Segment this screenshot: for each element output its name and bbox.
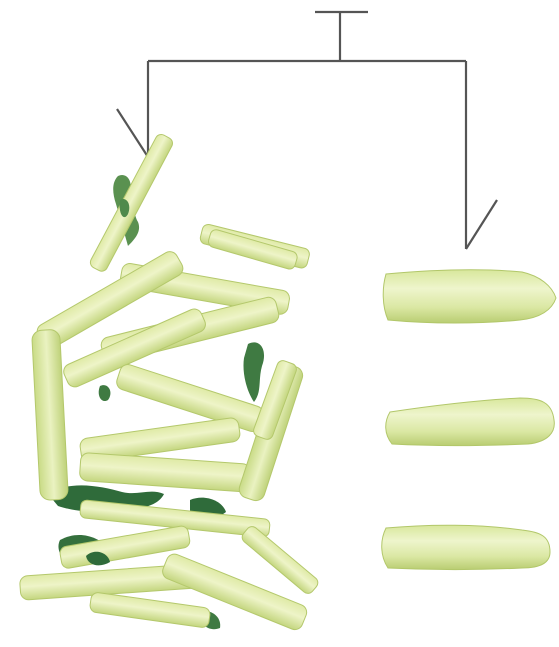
leaf-sprig — [243, 342, 264, 402]
cabbage-strip — [89, 592, 211, 629]
cabbage-strips-pile — [19, 132, 320, 632]
cabbage-piece — [383, 270, 556, 323]
cabbage-strip — [115, 362, 266, 433]
cabbage-strip — [79, 452, 251, 492]
cabbage-piece — [386, 398, 555, 446]
left-branch-tick — [117, 109, 148, 157]
cabbage-pieces-column — [382, 270, 556, 570]
cabbage-piece — [382, 525, 550, 569]
cabbage-strip — [207, 228, 298, 270]
cabbage-strip — [88, 132, 174, 273]
right-branch-tick — [466, 200, 497, 249]
leaf-sprig — [99, 385, 111, 401]
branch-connector — [117, 12, 497, 249]
cabbage-strip — [32, 329, 69, 500]
